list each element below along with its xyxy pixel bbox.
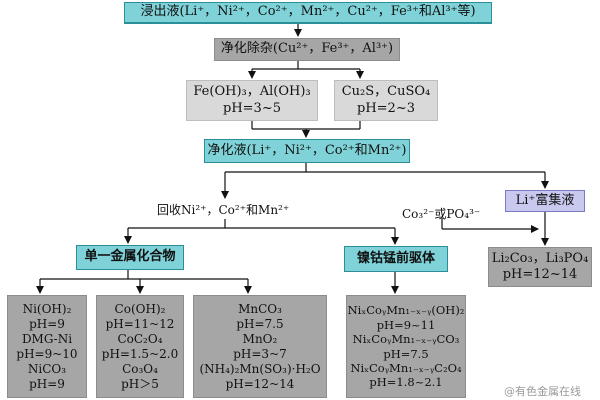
- co-line-6: pH＞5: [121, 376, 159, 391]
- nicomn-line-4: pH=7.5: [383, 346, 429, 361]
- mn-line-5: (NH₄)₂Mn(SO₃)·H₂O: [199, 361, 321, 376]
- precipitate-fe-al-formula: Fe(OH)₃，Al(OH)₃: [193, 84, 311, 100]
- mn-line-6: pH=12~14: [225, 376, 295, 391]
- single-metal-box: 单一金属化合物: [76, 245, 184, 270]
- li-product-ph: pH=12~14: [502, 267, 578, 282]
- mn-compounds-box: MnCO₃ pH=7.5 MnO₂ pH=3~7 (NH₄)₂Mn(SO₃)·H…: [193, 295, 327, 398]
- ni-line-4: pH=9~10: [16, 346, 78, 361]
- ni-line-3: DMG-Ni: [21, 331, 73, 346]
- precipitate-cu-ph: pH=2~3: [357, 100, 415, 116]
- ni-compounds-box: Ni(OH)₂ pH=9 DMG-Ni pH=9~10 NiCO₃ pH=9: [7, 295, 87, 398]
- co-line-3: CoC₂O₄: [117, 331, 163, 346]
- li-rich-box: Li⁺富集液: [505, 190, 585, 212]
- nicomn-line-3: NiₓCoᵧMn₁₋ₓ₋ᵧCO₃: [352, 332, 460, 347]
- mn-line-1: MnCO₃: [238, 301, 282, 316]
- purified-solution-box: 净化液(Li⁺，Ni²⁺，Co²⁺和Mn²⁺): [204, 139, 410, 163]
- leachate-box: 浸出液(Li⁺，Ni²⁺，Co²⁺，Mn²⁺，Cu²⁺，Fe³⁺和Al³⁺等): [124, 2, 492, 24]
- mn-line-4: pH=3~7: [233, 346, 287, 361]
- watermark-text: @有色金属在线: [504, 385, 581, 398]
- reagent-label: Co₃²⁻或PO₄³⁻: [402, 207, 481, 221]
- single-metal-label: 单一金属化合物: [84, 249, 176, 265]
- precipitate-fe-al-box: Fe(OH)₃，Al(OH)₃ pH=3~5: [186, 80, 318, 121]
- nicomn-line-6: pH=1.8~2.1: [369, 375, 443, 390]
- nicomn-line-2: pH=9~11: [376, 317, 436, 332]
- mn-line-2: pH=7.5: [236, 316, 284, 331]
- co-line-1: Co(OH)₂: [114, 301, 166, 316]
- ni-line-5: NiCO₃: [27, 361, 67, 376]
- impurity-removal-label: 净化除杂(Cu²⁺，Fe³⁺，Al³⁺): [220, 41, 394, 57]
- precursor-box: 镍钴锰前驱体: [344, 246, 448, 272]
- co-line-5: Co₃O₄: [122, 361, 158, 376]
- li-product-formula: Li₂Co₃，Li₃PO₄: [491, 250, 589, 266]
- ni-line-6: pH=9: [29, 376, 65, 391]
- impurity-removal-box: 净化除杂(Cu²⁺，Fe³⁺，Al³⁺): [214, 38, 400, 61]
- li-product-box: Li₂Co₃，Li₃PO₄ pH=12~14: [488, 247, 592, 287]
- leachate-label: 浸出液(Li⁺，Ni²⁺，Co²⁺，Mn²⁺，Cu²⁺，Fe³⁺和Al³⁺等): [140, 4, 476, 20]
- recover-label: 回收Ni²⁺，Co²⁺和Mn²⁺: [157, 203, 290, 217]
- mn-line-3: MnO₂: [242, 331, 278, 346]
- co-line-4: pH=1.5~2.0: [101, 346, 179, 361]
- nicomn-precursor-box: NiₓCoᵧMn₁₋ₓ₋ᵧ(OH)₂ pH=9~11 NiₓCoᵧMn₁₋ₓ₋ᵧ…: [346, 295, 466, 398]
- li-rich-label: Li⁺富集液: [515, 192, 575, 208]
- co-line-2: pH=11~12: [105, 316, 175, 331]
- precursor-label: 镍钴锰前驱体: [356, 250, 435, 266]
- nicomn-line-5: NiₓCoᵧMn₁₋ₓ₋ᵧC₂O₄: [350, 360, 462, 375]
- precipitate-cu-box: Cu₂S，CuSO₄ pH=2~3: [334, 80, 438, 121]
- precipitate-cu-formula: Cu₂S，CuSO₄: [341, 84, 431, 100]
- co-compounds-box: Co(OH)₂ pH=11~12 CoC₂O₄ pH=1.5~2.0 Co₃O₄…: [96, 295, 184, 398]
- precipitate-fe-al-ph: pH=3~5: [223, 100, 281, 116]
- ni-line-2: pH=9: [29, 316, 65, 331]
- nicomn-line-1: NiₓCoᵧMn₁₋ₓ₋ᵧ(OH)₂: [347, 303, 465, 318]
- purified-solution-label: 净化液(Li⁺，Ni²⁺，Co²⁺和Mn²⁺): [207, 142, 407, 158]
- ni-line-1: Ni(OH)₂: [22, 301, 72, 316]
